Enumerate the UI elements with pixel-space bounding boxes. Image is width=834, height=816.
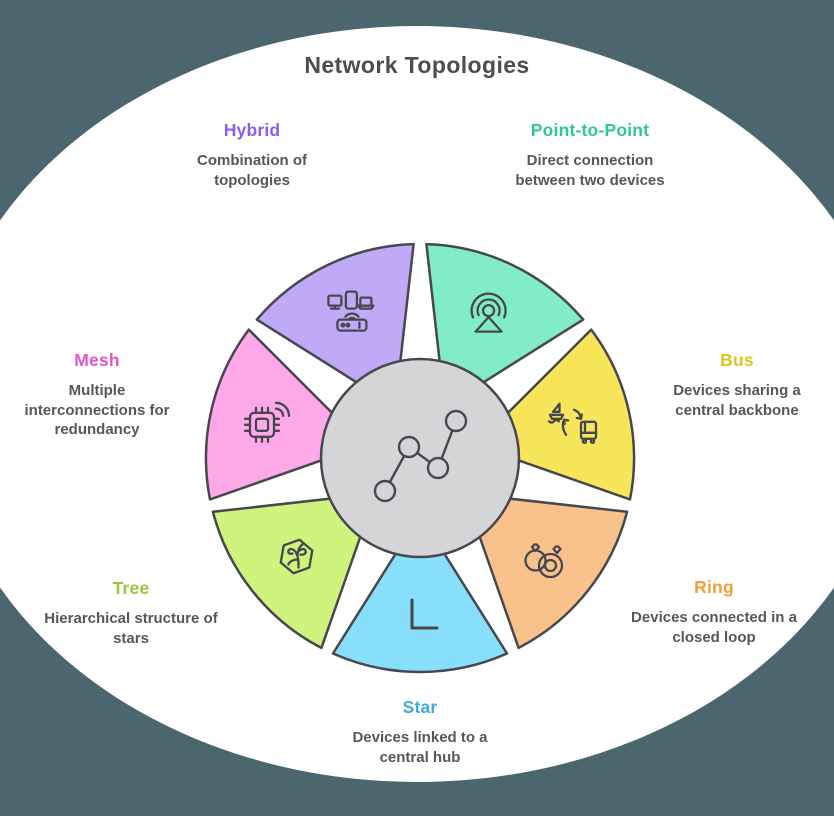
tree-name: Tree	[112, 578, 150, 598]
corner-angle-icon	[410, 598, 439, 630]
point-to-point-name: Point-to-Point	[530, 120, 650, 140]
devices-router-icon	[327, 290, 375, 332]
hybrid-name: Hybrid	[223, 120, 281, 140]
bus-name: Bus	[720, 350, 754, 370]
ring-name: Ring	[694, 577, 734, 597]
mesh-name: Mesh	[74, 350, 120, 370]
broadcast-icon	[470, 292, 507, 333]
wedge-star	[331, 542, 509, 674]
page-title: Network Topologies	[304, 52, 530, 78]
rings-icon	[524, 543, 564, 579]
network-graph-icon	[373, 409, 468, 503]
center-circle	[319, 357, 521, 559]
bus-transfer-icon	[547, 402, 598, 445]
chip-wifi-icon	[243, 401, 291, 443]
hexagon-branch-icon	[279, 538, 314, 575]
star-name: Star	[402, 697, 438, 717]
